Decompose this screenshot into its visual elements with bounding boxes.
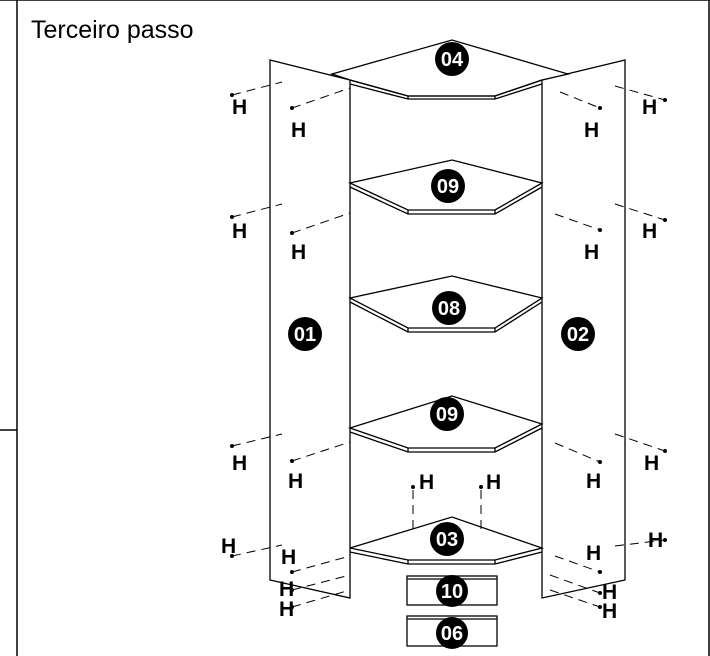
- part-badge-plinth-front: 10: [436, 575, 468, 607]
- hardware-label: H: [586, 470, 601, 493]
- hardware-label: H: [584, 241, 599, 264]
- hardware-label: H: [648, 529, 663, 552]
- hardware-label: H: [232, 452, 247, 475]
- hardware-label: H: [642, 220, 657, 243]
- hardware-guides: [231, 81, 666, 608]
- part-badge-side-right: 02: [561, 317, 595, 351]
- part-number: 09: [437, 176, 459, 198]
- part-number: 06: [441, 623, 463, 645]
- part-badge-plinth-bottom: 06: [436, 617, 468, 649]
- hardware-label: H: [281, 546, 296, 569]
- part-badge-side-left: 01: [288, 317, 322, 351]
- part-number: 03: [436, 529, 458, 551]
- hardware-label: H: [642, 96, 657, 119]
- hardware-label: H: [232, 96, 247, 119]
- hardware-label: H: [221, 535, 236, 558]
- part-number: 09: [436, 404, 458, 426]
- hardware-dots: [230, 93, 667, 609]
- hardware-label: H: [486, 471, 501, 494]
- hardware-label: H: [291, 241, 306, 264]
- part-badges: 04 09 08 09 03 01 02 10: [288, 42, 595, 649]
- part-number: 08: [438, 298, 460, 320]
- part-number: 04: [441, 49, 464, 71]
- hardware-labels: H H H H H H H H H H H H H H H H H H H H …: [221, 96, 663, 623]
- hardware-label: H: [602, 581, 617, 604]
- part-badge-base: 03: [430, 522, 464, 556]
- hardware-label: H: [291, 119, 306, 142]
- hardware-label: H: [419, 471, 434, 494]
- hardware-label: H: [644, 452, 659, 475]
- part-badge-top: 04: [435, 42, 469, 76]
- part-badge-shelf-middle: 08: [432, 291, 466, 325]
- part-badge-shelf-lower: 09: [430, 397, 464, 431]
- hardware-label: H: [288, 470, 303, 493]
- part-number: 10: [441, 581, 463, 603]
- step-title: Terceiro passo: [31, 16, 194, 44]
- hardware-label: H: [232, 220, 247, 243]
- hardware-label: H: [279, 598, 294, 621]
- hardware-label: H: [586, 542, 601, 565]
- hardware-label: H: [584, 119, 599, 142]
- hardware-label: H: [602, 600, 617, 623]
- part-badge-shelf-upper: 09: [431, 169, 465, 203]
- hardware-label: H: [279, 578, 294, 601]
- part-number: 01: [294, 324, 316, 346]
- part-number: 02: [567, 324, 589, 346]
